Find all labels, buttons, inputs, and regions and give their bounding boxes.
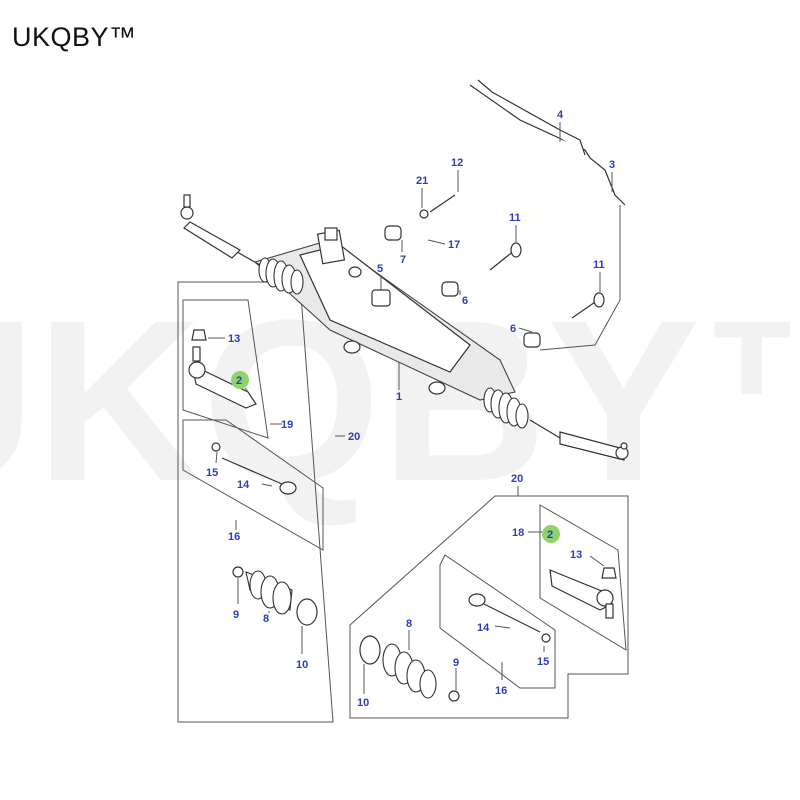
boot-right bbox=[359, 635, 460, 702]
bushing-6-lower bbox=[523, 332, 541, 348]
callout-16-right: 16 bbox=[495, 685, 507, 697]
inner-tie-rod-box-left bbox=[182, 419, 324, 551]
callout-10-right: 10 bbox=[357, 697, 369, 709]
left-assembly-frame bbox=[177, 281, 334, 723]
tie-rod-end-right bbox=[542, 525, 617, 619]
callout-15-right: 15 bbox=[537, 656, 549, 668]
callout-6-upper: 6 bbox=[462, 295, 468, 307]
callout-9-left: 9 bbox=[233, 609, 239, 621]
callout-1: 1 bbox=[396, 391, 402, 403]
leader-lines bbox=[208, 122, 613, 694]
inner-tie-rod-box-right bbox=[439, 554, 556, 689]
callout-5: 5 bbox=[377, 263, 383, 275]
bolt-11-upper bbox=[489, 242, 522, 271]
mount-5 bbox=[371, 289, 391, 307]
callouts: 1 2 2 3 4 5 6 6 7 8 8 9 9 10 10 11 11 12… bbox=[206, 109, 615, 709]
callout-13-left: 13 bbox=[228, 333, 240, 345]
callout-8-left: 8 bbox=[263, 613, 269, 625]
callout-13-right: 13 bbox=[570, 549, 582, 561]
boot-left bbox=[232, 566, 318, 626]
brand-logo: UKQBY™ bbox=[12, 22, 137, 52]
callout-14-left: 14 bbox=[237, 479, 250, 491]
callout-9-right: 9 bbox=[453, 657, 459, 669]
callout-21: 21 bbox=[416, 175, 428, 187]
callout-11-lower: 11 bbox=[593, 259, 605, 271]
callout-17: 17 bbox=[448, 239, 460, 251]
callout-11-upper: 11 bbox=[509, 212, 521, 224]
bushing-7 bbox=[384, 225, 402, 241]
callout-18: 18 bbox=[512, 527, 524, 539]
bolt-12 bbox=[429, 194, 456, 213]
callout-15-left: 15 bbox=[206, 467, 218, 479]
highlight-marker bbox=[231, 371, 249, 389]
callout-20-left: 20 bbox=[348, 431, 360, 443]
washer-21 bbox=[419, 209, 429, 219]
highlight-marker bbox=[542, 525, 560, 543]
inner-tie-rod-right bbox=[468, 593, 551, 643]
callout-12: 12 bbox=[451, 157, 463, 169]
callout-7: 7 bbox=[400, 254, 406, 266]
callout-20-right: 20 bbox=[511, 473, 523, 485]
callout-8-right: 8 bbox=[406, 618, 412, 630]
callout-10-left: 10 bbox=[296, 659, 308, 671]
right-assembly-frame bbox=[349, 495, 629, 719]
tie-rod-end-box-left bbox=[182, 299, 269, 439]
callout-2-left: 2 bbox=[236, 375, 242, 387]
tie-rod-end-box-right bbox=[539, 504, 627, 651]
callout-2-right: 2 bbox=[547, 529, 553, 541]
callout-19: 19 bbox=[281, 419, 293, 431]
tie-rod-end-left bbox=[188, 329, 257, 409]
callout-6-lower: 6 bbox=[510, 323, 516, 335]
callout-4: 4 bbox=[557, 109, 564, 121]
callout-3: 3 bbox=[609, 159, 615, 171]
bolt-11-lower bbox=[571, 292, 605, 319]
steering-rack bbox=[180, 194, 629, 461]
inner-tie-rod-left bbox=[211, 442, 297, 495]
callout-16-left: 16 bbox=[228, 531, 240, 543]
bushing-6-upper bbox=[441, 281, 459, 297]
callout-14-right: 14 bbox=[477, 622, 490, 634]
